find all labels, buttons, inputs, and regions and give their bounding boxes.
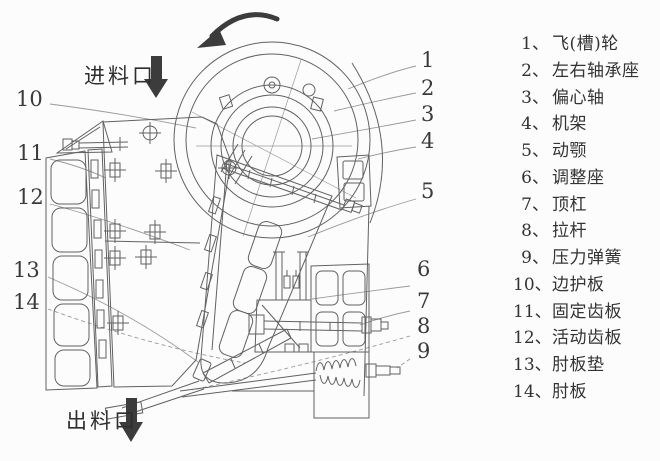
legend-item: 5、动颚 (513, 138, 659, 165)
centerlines (191, 59, 357, 237)
legend-item-number: 6、 (521, 167, 549, 188)
legend-item: 4、机架 (513, 111, 659, 138)
flywheel (173, 41, 383, 239)
top-bar (248, 314, 389, 335)
callout-3: 3 (421, 102, 435, 126)
bearing-housing (210, 76, 334, 208)
callout-1: 1 (421, 48, 435, 72)
legend-item-name: 压力弹簧 (552, 248, 622, 268)
legend-item-number: 11、 (513, 301, 552, 322)
legend: 1、飞(槽)轮 2、左右轴承座 3、偏心轴 4、机架 5、动颚 6、调整座 7、… (513, 31, 659, 406)
legend-item-name: 调整座 (552, 167, 605, 188)
legend-item: 13、肘板垫 (513, 352, 659, 379)
legend-item: 8、拉杆 (513, 218, 659, 245)
legend-item-number: 10、 (513, 274, 552, 295)
legend-item: 11、固定齿板 (513, 299, 659, 326)
callout-10: 10 (16, 87, 43, 111)
legend-item: 12、活动齿板 (513, 325, 659, 352)
legend-item-number: 7、 (521, 194, 549, 215)
callout-7: 7 (417, 289, 431, 313)
fixed-tooth-plate (87, 148, 113, 388)
callout-5: 5 (421, 179, 435, 203)
legend-item-name: 左右轴承座 (552, 60, 640, 81)
callout-11: 11 (17, 141, 44, 165)
arrows (119, 12, 280, 442)
legend-item: 1、飞(槽)轮 (513, 31, 659, 58)
legend-item-number: 1、 (521, 34, 549, 54)
legend-item-number: 13、 (513, 355, 552, 375)
callout-9: 9 (417, 339, 431, 363)
legend-item-name: 肘板 (552, 381, 587, 402)
legend-item-number: 9、 (521, 248, 549, 268)
feed-down-arrow-icon (144, 56, 168, 98)
frame-side-plate (102, 116, 240, 388)
top-wedge (55, 120, 129, 154)
legend-item-name: 边护板 (552, 274, 605, 295)
movable-jaw (195, 143, 333, 384)
legend-item-number: 3、 (521, 87, 549, 108)
legend-item-number: 14、 (513, 381, 552, 402)
legend-item: 10、边护板 (513, 272, 659, 299)
discharge-down-arrow-icon (119, 398, 143, 442)
rotation-arrowhead-icon (197, 29, 226, 48)
legend-item: 3、偏心轴 (513, 85, 659, 112)
legend-item-name: 偏心轴 (552, 87, 605, 108)
adjustment-seat (254, 251, 370, 353)
rotation-arrow-icon (209, 12, 280, 39)
legend-item: 2、左右轴承座 (513, 58, 659, 85)
callout-14: 14 (13, 290, 40, 314)
legend-item-name: 活动齿板 (552, 328, 622, 349)
legend-item: 6、调整座 (513, 165, 659, 192)
legend-item-name: 固定齿板 (552, 301, 622, 322)
toggle-plate (192, 328, 292, 384)
legend-item-number: 5、 (521, 141, 549, 161)
legend-item: 9、压力弹簧 (513, 245, 659, 272)
pressure-spring-assembly (179, 351, 401, 419)
feed-inlet-label: 进料口 (84, 64, 156, 88)
legend-item: 14、肘板 (513, 379, 659, 406)
legend-item-name: 飞(槽)轮 (552, 34, 619, 54)
callout-6: 6 (417, 257, 431, 281)
legend-item-name: 肘板垫 (552, 355, 605, 375)
discharge-outlet-label: 出料口 (66, 409, 138, 433)
legend-item-number: 8、 (521, 221, 549, 242)
callout-8: 8 (417, 314, 431, 338)
legend-item-number: 12、 (513, 328, 552, 349)
legend-item-name: 机架 (552, 114, 587, 135)
side-guard-plate (45, 150, 98, 391)
legend-item: 7、顶杠 (513, 192, 659, 219)
legend-item-number: 4、 (521, 114, 549, 135)
callout-12: 12 (17, 185, 44, 209)
legend-item-name: 拉杆 (552, 221, 587, 242)
callout-4: 4 (421, 129, 435, 153)
legend-item-name: 动颚 (552, 141, 587, 161)
callout-13: 13 (13, 258, 40, 282)
frame (336, 154, 372, 397)
legend-item-number: 2、 (521, 60, 549, 81)
callout-2: 2 (421, 76, 435, 100)
legend-item-name: 顶杠 (552, 194, 587, 215)
